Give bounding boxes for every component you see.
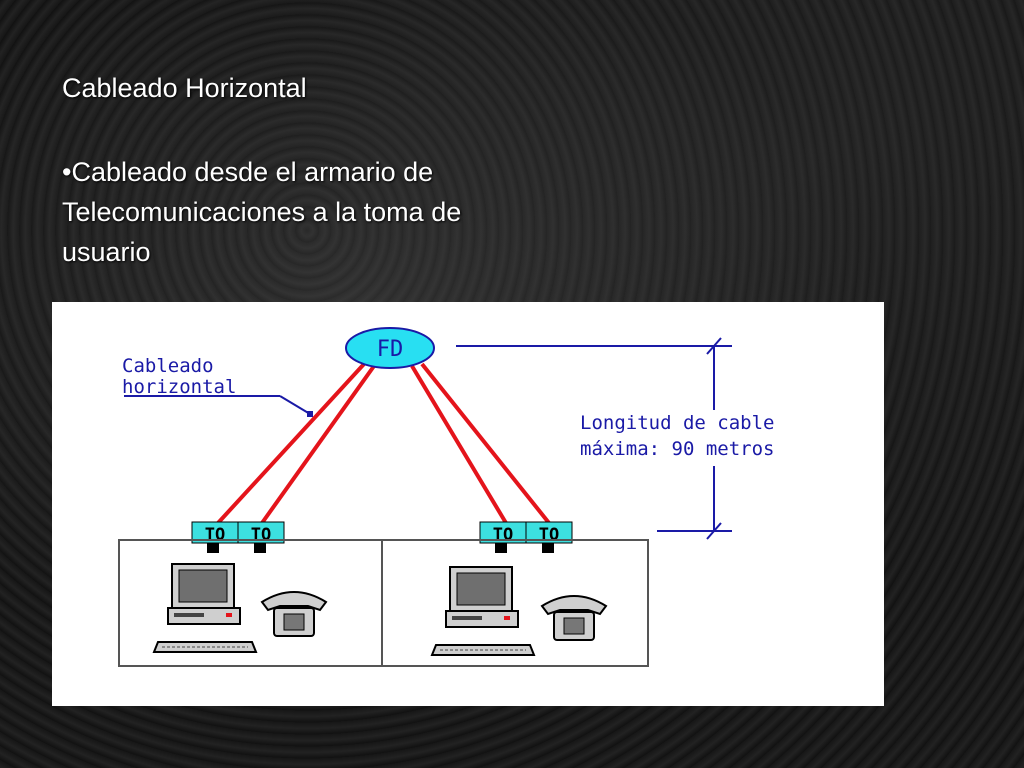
outlet-label: TO [251, 525, 271, 545]
outlet-label: TO [205, 525, 225, 545]
fd-label: FD [377, 337, 404, 362]
callout-line-2: horizontal [122, 376, 236, 398]
outlet-pair-right: TO TO [479, 521, 573, 553]
computer-icon [430, 566, 536, 656]
outlet-label: TO [539, 525, 559, 545]
outlet-pair-left: TO TO [191, 521, 285, 553]
horizontal-cables [216, 362, 551, 525]
telephone-icon [260, 591, 328, 637]
length-dimension [456, 337, 732, 540]
floor-distributor: FD [345, 327, 435, 369]
office-rooms [118, 539, 649, 667]
cable-line [216, 362, 366, 525]
cable-line [410, 364, 508, 525]
length-label-line-1: Longitud de cable [580, 412, 774, 434]
cable-line [260, 364, 376, 525]
outlet-label: TO [493, 525, 513, 545]
callout-line-1: Cableado [122, 355, 214, 377]
slide-bullet-text: •Cableado desde el armario de Telecomuni… [62, 157, 462, 267]
cable-line [420, 362, 551, 525]
slide-title: Cableado Horizontal [62, 73, 307, 103]
telephone-icon [540, 595, 608, 641]
horizontal-cabling-diagram: FD Cableado horizontal Longitud de cable… [52, 302, 884, 706]
length-label-line-2: máxima: 90 metros [580, 438, 774, 460]
cabling-callout: Cableado horizontal [122, 355, 313, 417]
computer-icon [152, 563, 258, 653]
